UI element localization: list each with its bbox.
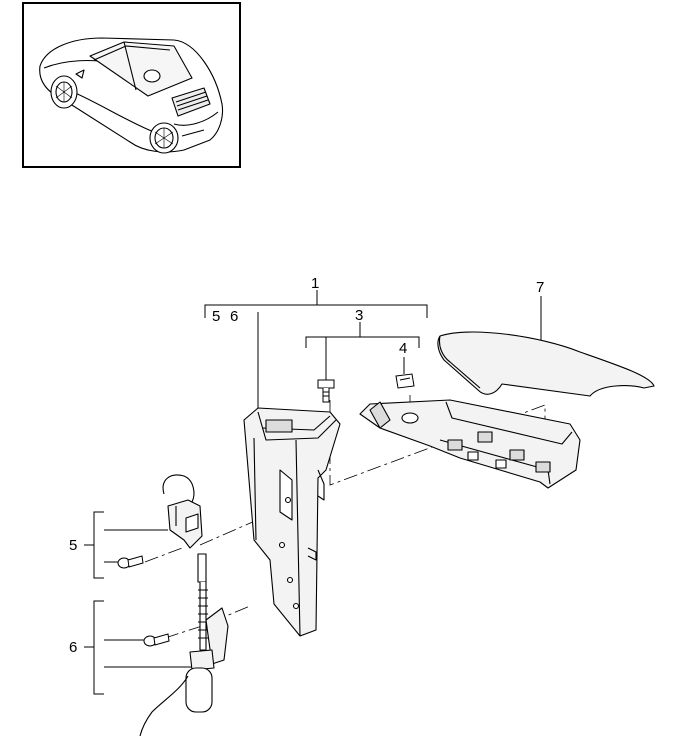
callout-6-sub: 6 bbox=[230, 308, 239, 325]
part-1-bracket bbox=[243, 407, 341, 637]
callout-7: 7 bbox=[536, 279, 545, 296]
callout-5-sub: 5 bbox=[212, 308, 221, 325]
assembly-line-3 bbox=[199, 509, 281, 546]
part-4-clip bbox=[395, 373, 415, 389]
leader-bracket-1 bbox=[204, 304, 428, 318]
callout-3: 3 bbox=[355, 307, 364, 324]
part-3-bolt bbox=[317, 379, 335, 403]
part-6-drive bbox=[139, 553, 229, 737]
part-6-screw bbox=[143, 633, 170, 647]
assembly-line-5 bbox=[164, 624, 206, 639]
part-5-switch bbox=[162, 474, 203, 549]
convertible-car-icon bbox=[39, 37, 224, 154]
assembly-line-4 bbox=[144, 547, 183, 563]
callout-4: 4 bbox=[399, 340, 408, 357]
vehicle-thumbnail bbox=[22, 2, 241, 168]
callout-6: 6 bbox=[69, 639, 78, 656]
leader-bracket-5 bbox=[93, 511, 104, 579]
part-5-screw bbox=[117, 555, 144, 569]
part-base-plate bbox=[359, 399, 581, 489]
callout-5: 5 bbox=[69, 537, 78, 554]
callout-1: 1 bbox=[311, 275, 320, 292]
part-7-cover bbox=[437, 331, 655, 397]
leader-bracket-3 bbox=[305, 336, 420, 348]
leader-bracket-6 bbox=[93, 600, 104, 695]
